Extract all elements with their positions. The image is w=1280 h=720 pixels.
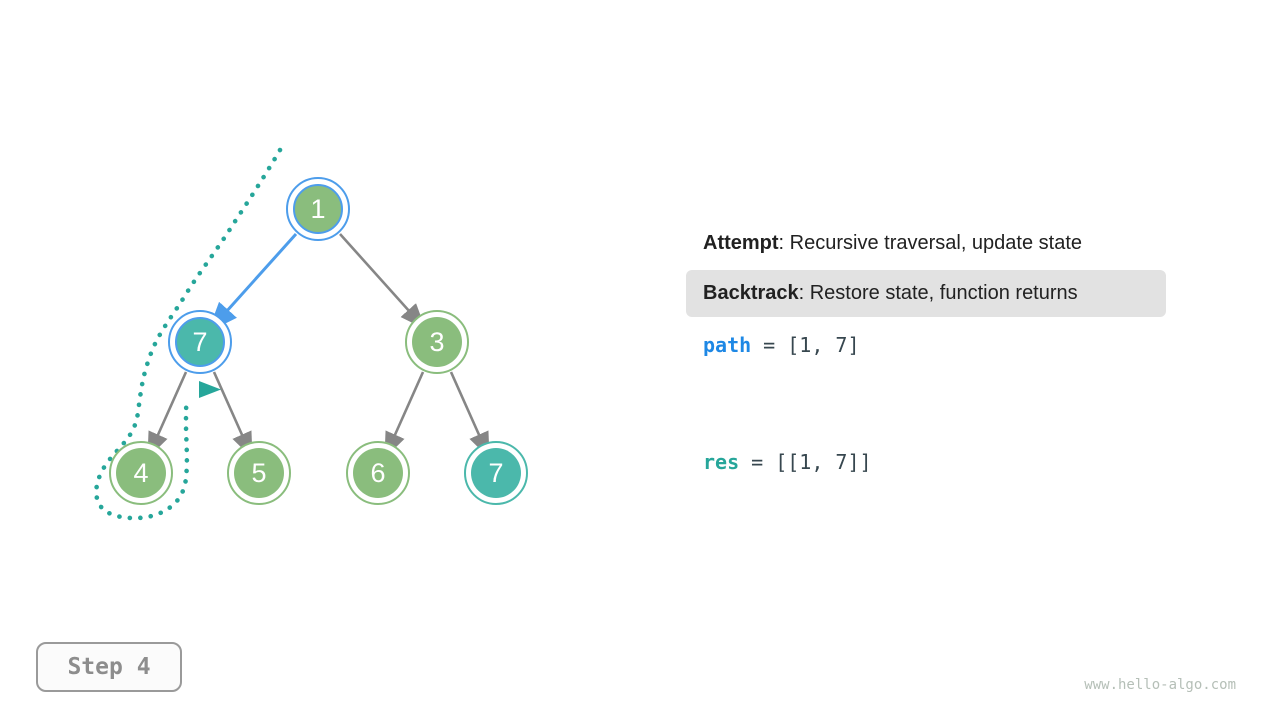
tree-node-3: 3	[405, 310, 469, 374]
tree-node-6: 6	[346, 441, 410, 505]
res-variable-name: res	[703, 450, 740, 474]
legend-backtrack-line: Backtrack: Restore state, function retur…	[686, 270, 1166, 317]
edge-3-to-7	[449, 371, 490, 459]
traversal-direction-arrow-icon	[199, 381, 221, 398]
edge-7-to-4	[147, 371, 188, 459]
backtrack-description: : Restore state, function returns	[798, 282, 1078, 304]
tree-node-4: 4	[109, 441, 173, 505]
step-indicator: Step 4	[36, 642, 182, 692]
tree-node-1: 1	[286, 177, 350, 241]
res-variable-value: = [[1, 7]]	[751, 450, 872, 474]
attempt-description: : Recursive traversal, update state	[778, 232, 1083, 254]
path-variable-value: = [1, 7]	[763, 333, 860, 357]
tree-node-7-left-value: 7	[175, 317, 225, 367]
path-variable-name: path	[703, 333, 752, 357]
tree-node-6-value: 6	[353, 448, 403, 498]
legend-attempt-line: Attempt: Recursive traversal, update sta…	[703, 231, 1082, 255]
step-indicator-label: Step 4	[67, 654, 151, 680]
path-state-line: path = [1, 7]	[703, 333, 860, 357]
edge-3-to-6	[384, 371, 425, 459]
backtrack-keyword: Backtrack	[703, 282, 799, 304]
watermark-text: www.hello-algo.com	[1084, 677, 1236, 693]
tree-node-5: 5	[227, 441, 291, 505]
tree-node-5-value: 5	[234, 448, 284, 498]
attempt-keyword: Attempt	[703, 232, 779, 254]
edge-1-to-3	[339, 233, 426, 330]
tree-node-7-left: 7	[168, 310, 232, 374]
edge-1-to-7	[207, 232, 298, 333]
edge-7-to-5	[212, 371, 253, 459]
tree-node-3-value: 3	[412, 317, 462, 367]
tree-node-7-right: 7	[464, 441, 528, 505]
tree-node-4-value: 4	[116, 448, 166, 498]
tree-node-7-right-value: 7	[471, 448, 521, 498]
tree-node-1-value: 1	[293, 184, 343, 234]
res-state-line: res = [[1, 7]]	[703, 450, 872, 474]
